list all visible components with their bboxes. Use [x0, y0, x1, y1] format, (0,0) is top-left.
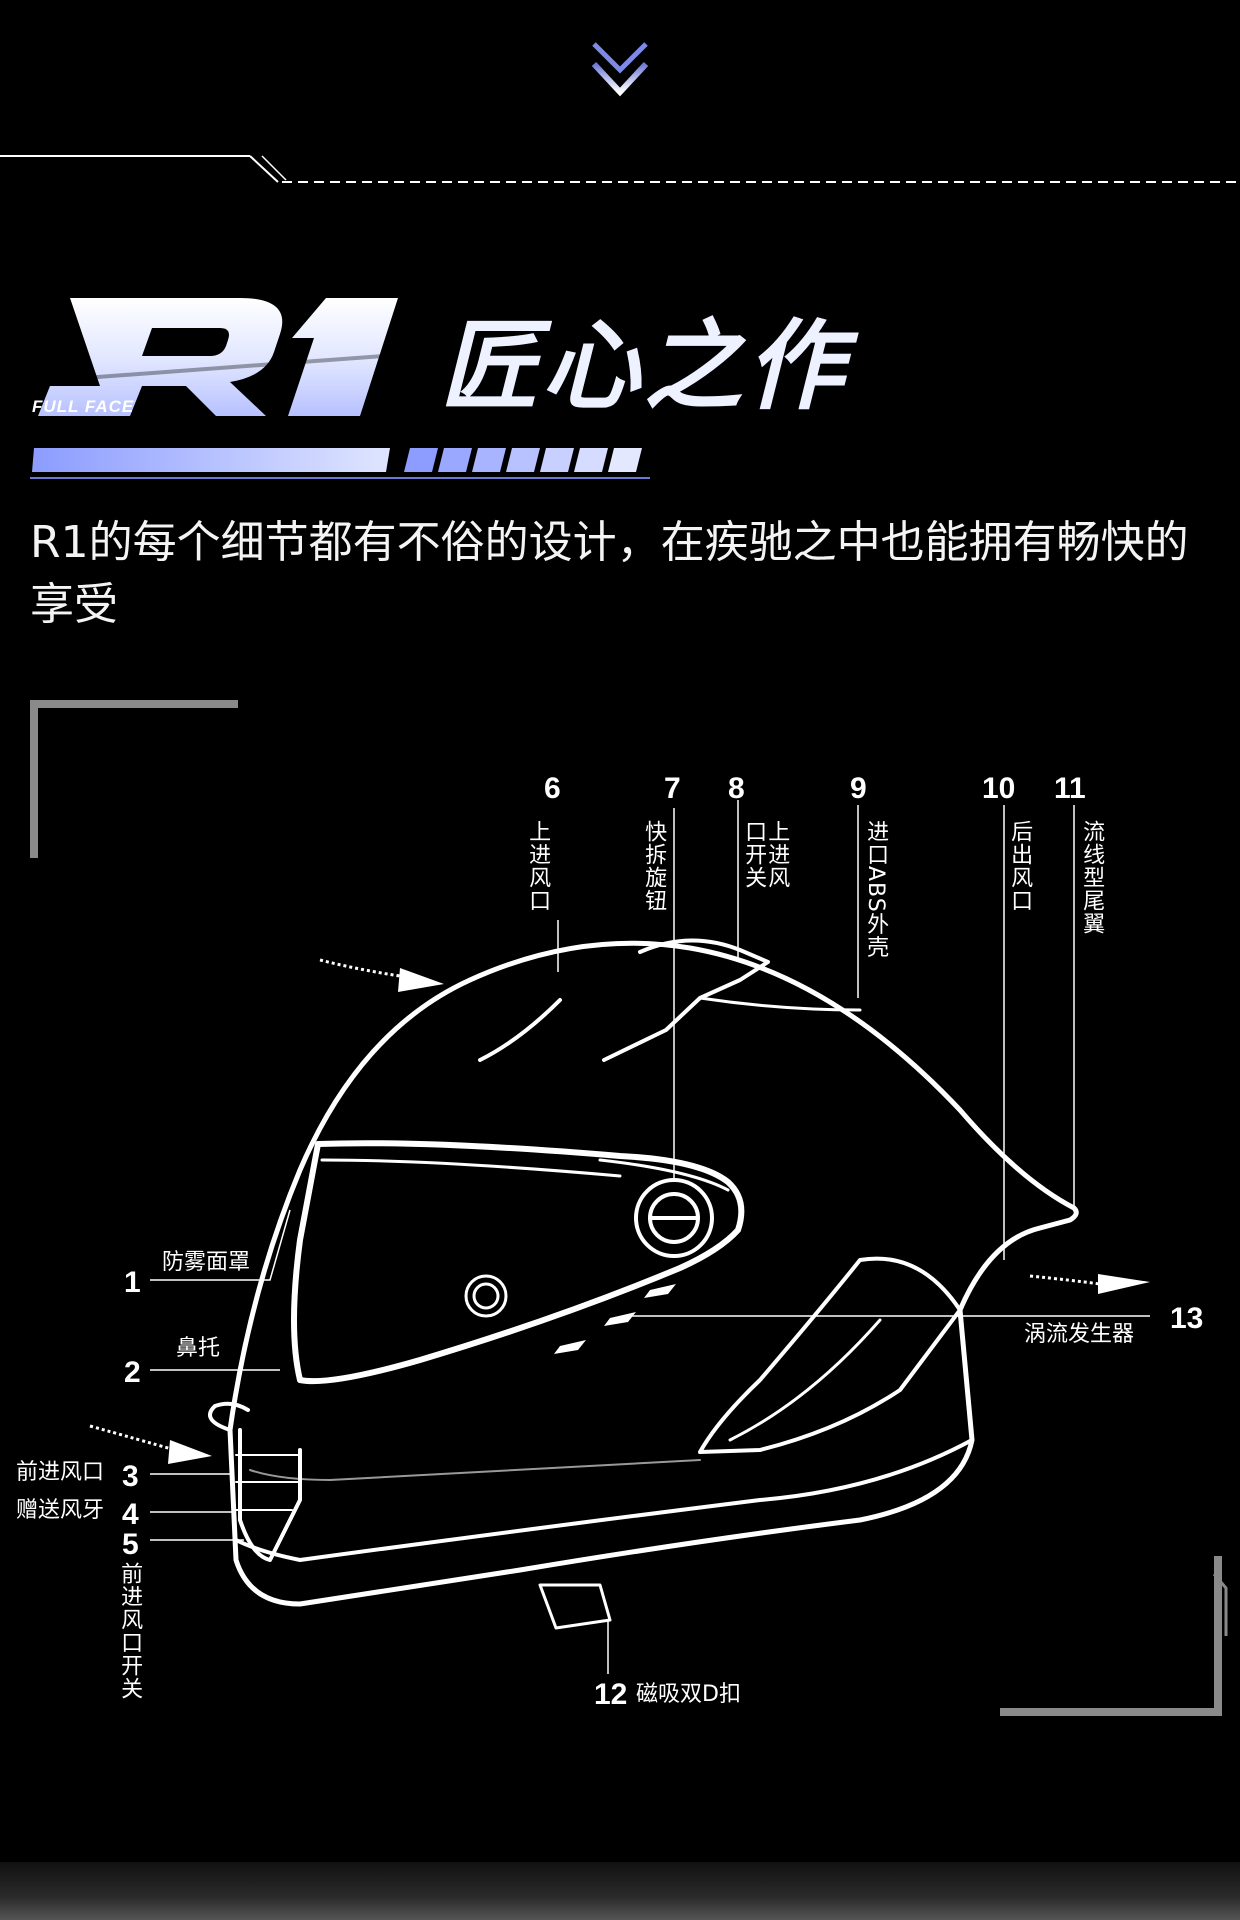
r1-logo: FULL FACE: [30, 298, 650, 479]
part-10-number: 10: [982, 772, 1016, 805]
part-7-number: 7: [664, 772, 681, 805]
helmet-diagram: [89, 800, 1150, 1674]
part-8-label: 上进风口开关: [741, 820, 790, 889]
intro-text: R1的每个细节都有不俗的设计，在疾驰之中也能拥有畅快的享受: [30, 517, 1189, 630]
part-10-label: 后出风口: [1007, 820, 1033, 912]
part-4-label: 赠送风牙: [16, 1498, 105, 1523]
part-11-label: 流线型尾翼: [1079, 820, 1105, 935]
part-3-label: 前进风口: [16, 1460, 105, 1485]
part-1-number: 1: [124, 1266, 141, 1299]
corner-bracket: [30, 700, 238, 858]
part-9-number: 9: [850, 772, 867, 805]
part-13-number: 13: [1170, 1302, 1204, 1335]
airflow-arrow-icon: [89, 958, 1150, 1464]
logo-subtitle: FULL FACE: [32, 397, 134, 416]
part-12-label: 磁吸双D扣: [636, 1682, 741, 1707]
header-divider: [0, 155, 1240, 183]
part-5-number: 5: [122, 1528, 139, 1561]
part-1-label: 防雾面罩: [162, 1250, 251, 1275]
part-3-number: 3: [122, 1460, 139, 1493]
part-9-label: 进口ABS外壳: [863, 820, 889, 959]
corner-bracket: [1000, 1556, 1228, 1716]
bottom-fade: [0, 1862, 1240, 1920]
part-5-label: 前进风口开关: [117, 1562, 143, 1700]
part-2-label: 鼻托: [176, 1336, 221, 1361]
quick-release-knob-icon: [634, 1178, 714, 1258]
part-2-number: 2: [124, 1356, 141, 1389]
chevron-down-icon[interactable]: [590, 30, 650, 102]
part-4-number: 4: [122, 1498, 139, 1531]
part-8-number: 8: [728, 772, 745, 805]
part-6-label: 上进风口: [525, 820, 551, 912]
part-11-number: 11: [1054, 772, 1086, 805]
part-6-number: 6: [544, 772, 561, 805]
visor-button-icon: [464, 1274, 508, 1318]
page-title: 匠心之作: [440, 310, 849, 424]
part-7-label: 快拆旋钮: [641, 820, 667, 912]
part-12-number: 12: [594, 1678, 628, 1711]
part-13-label: 涡流发生器: [1024, 1322, 1135, 1347]
